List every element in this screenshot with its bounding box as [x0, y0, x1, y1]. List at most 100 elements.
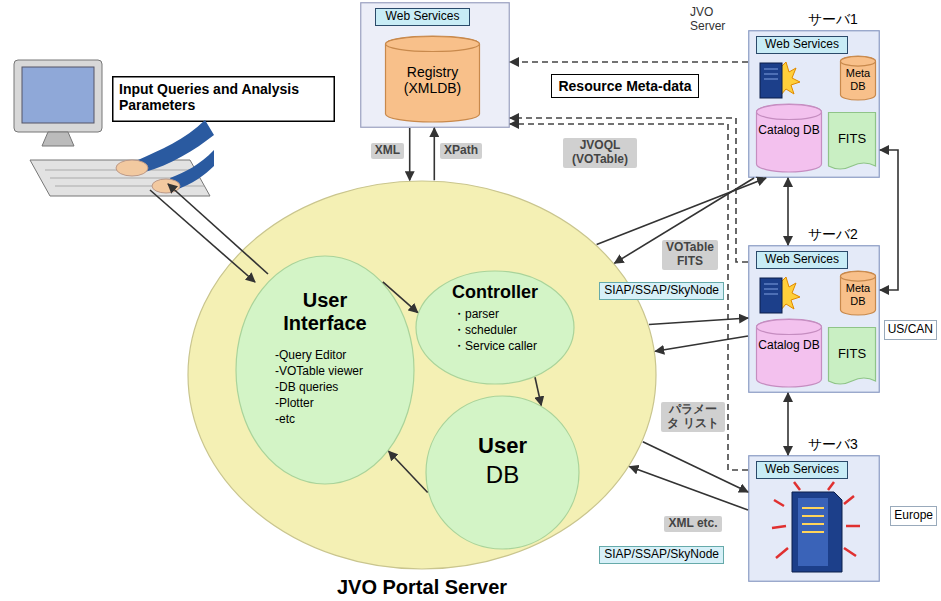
ellipse-outline — [416, 271, 574, 384]
database-cylinder: Meta DB — [840, 56, 876, 100]
node-outline — [756, 104, 822, 172]
box-outline — [749, 456, 880, 582]
edge-label: XML — [371, 143, 404, 159]
data-flow-arrow — [433, 128, 435, 180]
edge-label: XPath — [440, 143, 482, 159]
box-outline — [113, 77, 335, 122]
server-tower — [760, 63, 782, 98]
list-item: -Plotter — [275, 397, 395, 411]
data-flow-arrow — [655, 336, 748, 351]
region-tag: Europe — [890, 506, 937, 526]
protocol-tag: SIAP/SSAP/SkyNode — [599, 282, 724, 300]
server-icon-large — [772, 482, 860, 572]
server-burst — [780, 62, 800, 96]
list-item: ・parser — [453, 308, 568, 322]
node-text: DB — [425, 461, 580, 489]
cylinder-body — [757, 319, 822, 387]
database-cylinder: Meta DB — [840, 271, 876, 315]
node-text: Input Queries and Analysis Parameters — [119, 81, 328, 113]
cylinder-top — [757, 105, 822, 120]
data-flow-arrow — [535, 377, 541, 405]
server-front — [798, 498, 828, 566]
cylinder-top — [841, 57, 876, 67]
cylinder-top — [386, 37, 480, 52]
node-text: Registry (XMLDB) — [388, 64, 477, 96]
module-circle: Controller ・parser ・scheduler ・Service call… — [415, 270, 575, 385]
edge-label: パラメータ リスト — [661, 402, 725, 432]
edge-label: Resource Meta-data — [551, 74, 698, 98]
list-item: -etc — [275, 413, 395, 427]
document-outline — [829, 328, 876, 385]
edge-label: VOTable FITS — [662, 240, 718, 270]
data-flow-arrow — [643, 442, 748, 492]
service-header: Web Services — [756, 36, 848, 54]
node-text: FITS — [828, 132, 876, 147]
node-text: FITS — [828, 347, 876, 362]
file-document: FITS — [828, 112, 876, 172]
node-text: Meta DB — [840, 282, 876, 307]
cylinder-top — [841, 272, 876, 282]
edge-label: JVOQL (VOTable) — [563, 138, 637, 168]
service-header: Web Services — [756, 251, 848, 269]
node-text: Meta DB — [840, 67, 876, 92]
data-flow-arrow — [649, 318, 748, 325]
node-text: User — [425, 433, 580, 458]
module-circle: User Interface-Query Editor-VOTable view… — [235, 255, 415, 485]
node-text: Catalog DB — [758, 124, 820, 138]
server-tower — [792, 492, 842, 572]
ellipse-outline — [236, 256, 414, 484]
cylinder-body — [757, 104, 822, 172]
database-cylinder: Catalog DB — [756, 319, 822, 387]
protocol-tag: SIAP/SSAP/SkyNode — [599, 546, 724, 564]
server-icon — [760, 62, 800, 98]
server-slots — [764, 69, 778, 79]
monitor-stand — [42, 132, 74, 146]
server-caption: JVO Server — [690, 6, 740, 34]
data-flow-arrow — [629, 467, 748, 510]
data-flow-arrow — [409, 128, 411, 180]
data-flow-arrow — [787, 393, 789, 455]
note-box: Input Queries and Analysis Parameters — [112, 76, 335, 122]
ellipse-outline — [188, 181, 656, 569]
data-flow-arrow — [389, 451, 428, 492]
database-cylinder: Registry (XMLDB) — [385, 36, 480, 122]
portal-title: JVO Portal Server — [187, 576, 657, 599]
server-tower — [760, 278, 782, 313]
document-outline — [829, 113, 876, 170]
monitor-screen — [22, 67, 94, 123]
ellipse-outline — [426, 396, 579, 549]
region-tag: US/CAN — [884, 320, 937, 340]
edge-label: XML etc. — [664, 516, 721, 532]
user-arrow — [168, 184, 268, 274]
list-item: ・scheduler — [453, 324, 568, 338]
service-header: Web Services — [756, 461, 848, 479]
hand — [116, 160, 148, 176]
list-item: -DB queries — [275, 381, 395, 395]
data-flow-arrow — [787, 178, 789, 245]
node-text: Catalog DB — [758, 339, 820, 353]
cylinder-body — [386, 36, 480, 122]
node-text: User Interface — [260, 289, 390, 335]
file-document: FITS — [828, 327, 876, 387]
cylinder-body — [841, 56, 876, 100]
database-cylinder: Catalog DB — [756, 104, 822, 172]
node-outline — [756, 319, 822, 387]
server-heading: サーバ2 — [808, 226, 878, 242]
metadata-link — [510, 61, 748, 63]
server-slots — [802, 508, 824, 532]
server-slots — [764, 284, 778, 294]
list-item: ・Service caller — [453, 340, 568, 354]
server-heading: サーバ1 — [808, 11, 878, 27]
computer-illustration — [14, 60, 268, 282]
registry-panel: Registry (XMLDB) Web Services — [360, 2, 510, 128]
portal-ellipse: User Interface-Query Editor-VOTable view… — [187, 180, 657, 601]
service-header: Web Services — [375, 8, 470, 26]
metadata-link — [510, 124, 748, 470]
user-arrow — [150, 190, 255, 282]
list-item: -VOTable viewer — [275, 365, 395, 379]
monitor — [14, 60, 102, 132]
cylinder-top — [757, 320, 822, 335]
node-text: Controller — [425, 282, 565, 303]
cylinder-body — [841, 271, 876, 315]
